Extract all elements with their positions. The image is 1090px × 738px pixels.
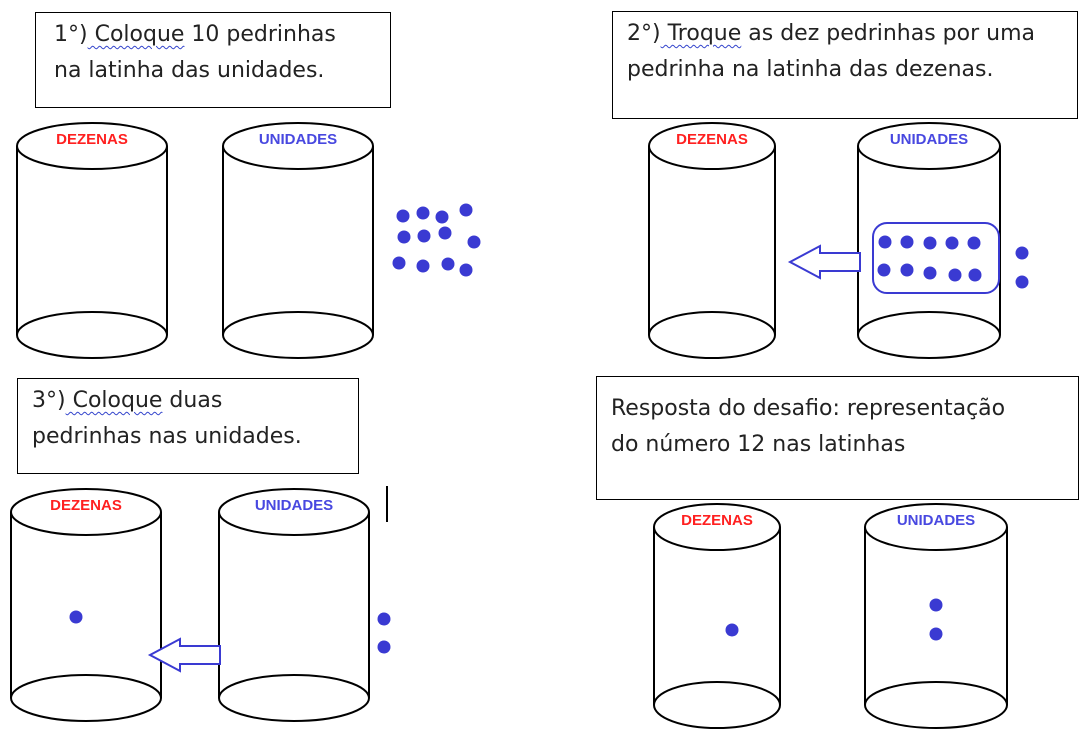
step1-pebble (416, 259, 430, 273)
answer-tens-can: DEZENAS (653, 503, 781, 729)
step2-units-can-base (857, 311, 1001, 359)
step1-pebble (467, 235, 481, 249)
step3-tens-can-label: DEZENAS (50, 497, 122, 514)
step1-caption-line2: na latinha das unidades. (54, 58, 325, 83)
step1-caption: 1°) Coloque 10 pedrinhas na latinha das … (35, 12, 391, 108)
step3-caption-line2: pedrinhas nas unidades. (32, 424, 302, 449)
step3-units-can-base (218, 674, 370, 722)
step1-units-can: UNIDADES (222, 122, 374, 359)
step1-pebble (459, 263, 473, 277)
step2-grouped-pebble (948, 268, 962, 282)
step2-caption-line2: pedrinha na latinha das dezenas. (627, 57, 994, 82)
step2-grouped-pebble (877, 263, 891, 277)
step2-grouped-pebble (878, 235, 892, 249)
answer-caption-line2: do número 12 nas latinhas (611, 432, 906, 457)
answer-units-pebble (929, 598, 943, 612)
step1-units-can-label: UNIDADES (259, 131, 337, 148)
step1-tens-can: DEZENAS (16, 122, 168, 359)
answer-units-can-base (864, 681, 1008, 729)
step2-grouped-pebble (967, 236, 981, 250)
answer-caption-line1: Resposta do desafio: representação (611, 396, 1006, 421)
step1-pebble (438, 226, 452, 240)
step2-grouped-pebble (945, 236, 959, 250)
step1-pebble (417, 229, 431, 243)
answer-units-can-label: UNIDADES (897, 512, 975, 529)
step1-pebble (397, 230, 411, 244)
step2-tens-can-base (648, 311, 776, 359)
answer-tens-pebble (725, 623, 739, 637)
step2-caption-line1: 2°) Troque as dez pedrinhas por uma (627, 21, 1035, 46)
step2-tens-can: DEZENAS (648, 122, 776, 359)
step2-loose-pebble (1015, 246, 1029, 260)
step2-units-can-label: UNIDADES (890, 131, 968, 148)
step3-caption: 3°) Coloque duas pedrinhas nas unidades. (17, 378, 359, 474)
answer-units-pebble (929, 627, 943, 641)
step2-grouped-pebble (900, 235, 914, 249)
step2-grouped-pebble (968, 268, 982, 282)
answer-tens-can-base (653, 681, 781, 729)
step3-units-can-label: UNIDADES (255, 497, 333, 514)
step1-pebble (441, 257, 455, 271)
step1-pebble (459, 203, 473, 217)
answer-caption: Resposta do desafio: representação do nú… (596, 376, 1079, 500)
step3-caption-line1: 3°) Coloque duas (32, 388, 223, 413)
step2-grouped-pebble (900, 263, 914, 277)
step1-tens-can-label: DEZENAS (56, 131, 128, 148)
text-cursor (386, 486, 388, 522)
step3-tens-pebble (69, 610, 83, 624)
step2-grouped-pebble (923, 236, 937, 250)
answer-tens-can-label: DEZENAS (681, 512, 753, 529)
step3-tens-can-base (10, 674, 162, 722)
step1-tens-can-base (16, 311, 168, 359)
step3-tens-can: DEZENAS (10, 488, 162, 722)
step1-pebble (435, 210, 449, 224)
step2-units-can: UNIDADES (857, 122, 1001, 359)
step2-loose-pebble (1015, 275, 1029, 289)
step2-tens-can-label: DEZENAS (676, 131, 748, 148)
step1-pebble (392, 256, 406, 270)
step3-units-can: UNIDADES (218, 488, 370, 722)
step1-pebble (396, 209, 410, 223)
step1-pebble (416, 206, 430, 220)
answer-units-can: UNIDADES (864, 503, 1008, 729)
step2-caption: 2°) Troque as dez pedrinhas por uma pedr… (612, 11, 1078, 119)
step1-units-can-base (222, 311, 374, 359)
step2-arrow (787, 244, 861, 280)
step3-loose-pebble (377, 640, 391, 654)
step3-arrow (147, 637, 221, 673)
step1-caption-line1: 1°) Coloque 10 pedrinhas (54, 22, 336, 47)
step2-group-box (872, 222, 1000, 294)
step3-loose-pebble (377, 612, 391, 626)
step2-grouped-pebble (923, 266, 937, 280)
